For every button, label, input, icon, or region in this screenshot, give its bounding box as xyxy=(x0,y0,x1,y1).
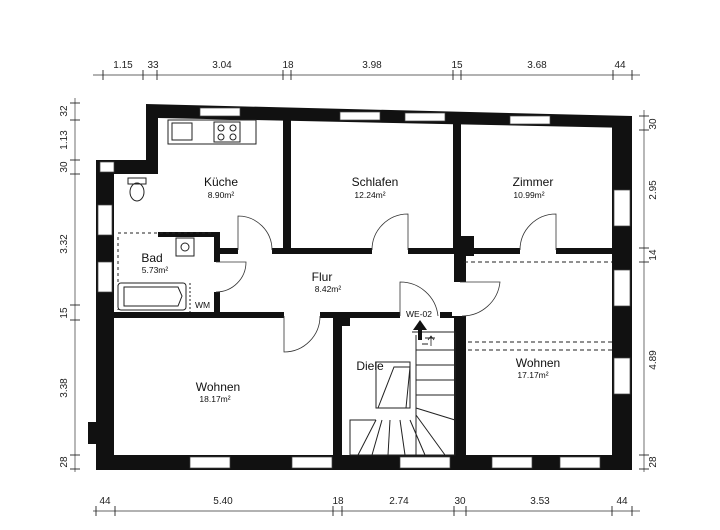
door-wohnen-right xyxy=(460,281,501,317)
dim-left-4: 3.32 xyxy=(59,234,70,254)
room-schlafen-name: Schlafen xyxy=(352,175,399,189)
wall-diele-left-post xyxy=(342,318,350,326)
window-bad-top xyxy=(99,161,115,173)
dim-left-6: 3.38 xyxy=(59,378,70,398)
stove-icon xyxy=(213,121,241,143)
bottom-dimension-line: 44 5.40 18 2.74 30 3.53 44 xyxy=(93,496,640,516)
wall-kueche-schlafen xyxy=(283,118,291,250)
window-right-3 xyxy=(613,357,631,395)
stair-arrow-icon xyxy=(427,335,435,346)
right-dimension-line: 30 2.95 14 4.89 28 xyxy=(639,110,659,472)
room-diele-name: Diele xyxy=(356,359,384,373)
dim-bottom-7: 44 xyxy=(616,496,628,507)
window-bottom-4 xyxy=(491,456,533,469)
room-wohnen-left-name: Wohnen xyxy=(196,380,240,394)
dim-top-4: 18 xyxy=(282,60,294,71)
wall-left-lower xyxy=(96,312,114,470)
dim-left-3: 30 xyxy=(59,161,70,173)
inner-walls xyxy=(114,118,632,457)
dashed-lines xyxy=(117,237,612,351)
unit-label: WE-02 xyxy=(406,309,432,319)
wall-left-upper xyxy=(96,160,114,320)
dim-right-3: 14 xyxy=(648,249,659,261)
left-dimension-line: 32 1.13 30 3.32 15 3.38 28 xyxy=(59,98,80,472)
dim-right-2: 2.95 xyxy=(648,180,659,200)
dim-left-2: 1.13 xyxy=(59,130,70,150)
door-bad xyxy=(215,261,247,293)
dim-bottom-3: 18 xyxy=(332,496,344,507)
door-zimmer xyxy=(519,213,557,251)
window-kueche xyxy=(199,107,241,117)
dim-bottom-6: 3.53 xyxy=(530,496,550,507)
bathtub-icon xyxy=(117,282,187,311)
dim-right-1: 30 xyxy=(648,118,659,130)
entry-arrow-icon xyxy=(413,320,427,340)
room-wohnen-right-area: 17.17m² xyxy=(517,370,548,380)
sink-icon xyxy=(171,122,193,141)
wall-bottom xyxy=(96,455,632,470)
bathroom-fixtures: WM xyxy=(117,177,214,312)
dim-top-8: 44 xyxy=(614,60,626,71)
room-schlafen-area: 12.24m² xyxy=(354,190,385,200)
windows xyxy=(97,107,631,469)
dim-top-7: 3.68 xyxy=(527,60,547,71)
doors xyxy=(212,213,557,353)
room-wohnen-right-name: Wohnen xyxy=(516,356,560,370)
room-bad-name: Bad xyxy=(141,251,162,265)
dim-bottom-4: 2.74 xyxy=(389,496,409,507)
window-bottom-3 xyxy=(399,456,451,469)
room-zimmer-area: 10.99m² xyxy=(513,190,544,200)
window-right-1 xyxy=(613,189,631,227)
door-schlafen xyxy=(371,213,409,251)
dim-top-3: 3.04 xyxy=(212,60,232,71)
top-dimension-line: 1.15 33 3.04 18 3.98 15 3.68 44 xyxy=(93,60,640,80)
room-zimmer-name: Zimmer xyxy=(513,175,554,189)
washbasin-icon xyxy=(175,237,195,257)
staircase xyxy=(349,331,456,456)
window-left-1 xyxy=(97,204,113,236)
wall-kueche-bottom xyxy=(158,232,220,237)
kitchen-counter xyxy=(167,119,257,145)
window-bottom-2 xyxy=(291,456,333,469)
window-bottom-5 xyxy=(559,456,601,469)
dim-right-5: 28 xyxy=(648,456,659,468)
room-wohnen-left-area: 18.17m² xyxy=(199,394,230,404)
dim-top-2: 33 xyxy=(147,60,159,71)
dim-bottom-2: 5.40 xyxy=(213,496,233,507)
window-schlafen-2 xyxy=(404,112,446,122)
toilet-icon xyxy=(129,182,145,202)
window-left-2 xyxy=(97,261,113,293)
wall-left-bump xyxy=(88,422,98,444)
wall-column xyxy=(454,236,474,256)
window-schlafen-1 xyxy=(339,111,381,121)
window-bottom-1 xyxy=(189,456,231,469)
dim-left-5: 15 xyxy=(59,307,70,319)
room-kueche-name: Küche xyxy=(204,175,238,189)
room-bad-area: 5.73m² xyxy=(142,265,169,275)
room-labels: Küche 8.90m² Schlafen 12.24m² Zimmer 10.… xyxy=(141,175,560,404)
door-kueche xyxy=(237,215,273,251)
window-zimmer xyxy=(509,115,551,125)
dim-top-5: 3.98 xyxy=(362,60,382,71)
room-flur-name: Flur xyxy=(312,270,333,284)
dim-top-6: 15 xyxy=(451,60,463,71)
wall-rooms-flur xyxy=(220,248,632,254)
dim-bottom-5: 30 xyxy=(454,496,466,507)
dim-bottom-1: 44 xyxy=(99,496,111,507)
wall-schlafen-zimmer xyxy=(453,122,461,252)
dim-left-1: 32 xyxy=(59,105,70,117)
window-right-2 xyxy=(613,269,631,307)
wall-wohnen-diele xyxy=(333,312,342,457)
dim-left-7: 28 xyxy=(59,456,70,468)
room-kueche-area: 8.90m² xyxy=(208,190,235,200)
door-wohnen-left xyxy=(283,315,321,353)
dim-top-1: 1.15 xyxy=(113,60,133,71)
room-flur-area: 8.42m² xyxy=(315,284,342,294)
dim-right-4: 4.89 xyxy=(648,350,659,370)
door-entry xyxy=(399,281,439,317)
wm-label: WM xyxy=(195,300,210,310)
